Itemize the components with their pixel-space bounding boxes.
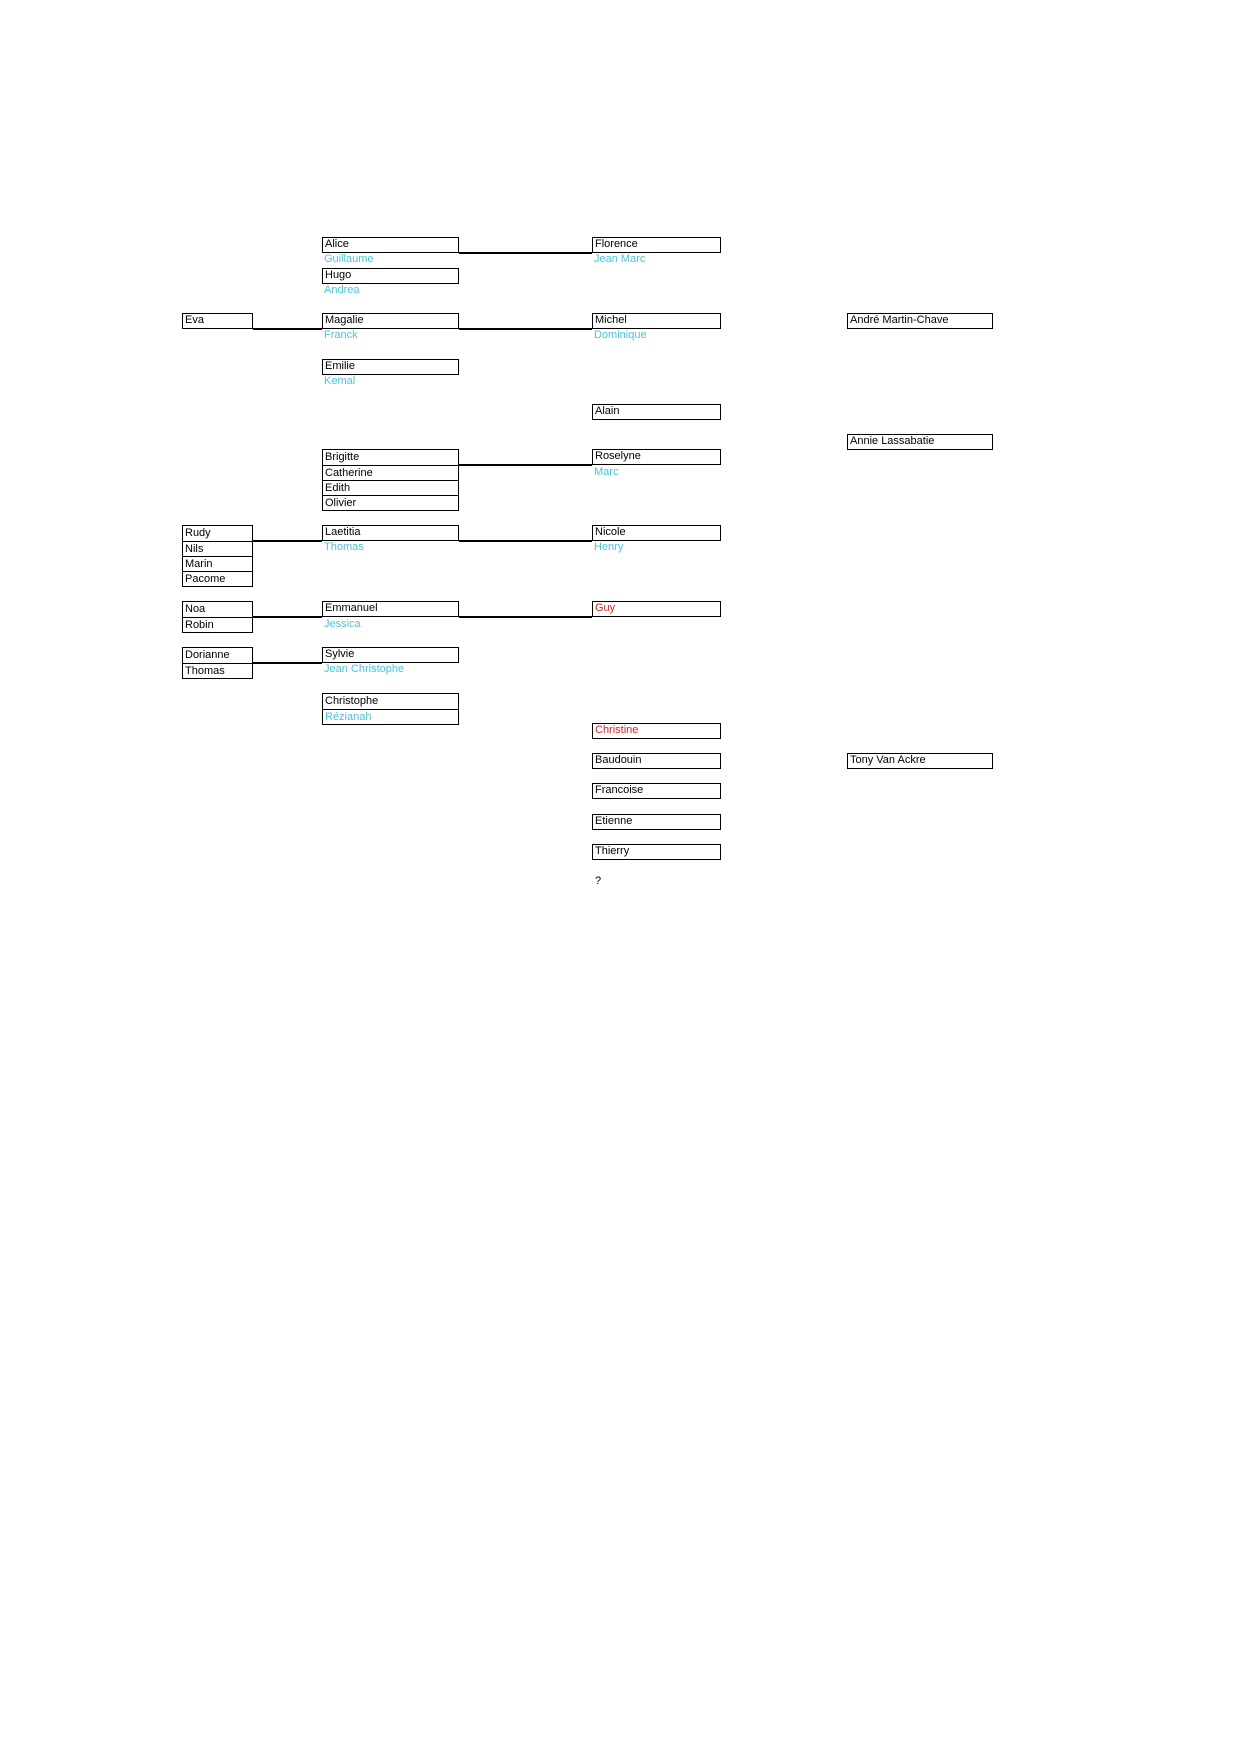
partner-dominique: Dominique <box>594 329 647 341</box>
person-christine: Christine <box>592 723 721 739</box>
partner-henry: Henry <box>594 541 624 553</box>
connector-rudy-laetitia <box>253 540 322 542</box>
sibling-group-rudy: Rudy Nils Marin Pacome <box>182 525 253 587</box>
person-noa: Noa <box>185 603 206 615</box>
sibling-group-dorianne: Dorianne Thomas <box>182 647 253 679</box>
partner-thomas: Thomas <box>324 541 364 553</box>
partner-jean-christophe: Jean Christophe <box>324 663 405 675</box>
person-nicole: Nicole <box>592 525 721 541</box>
person-hugo: Hugo <box>322 268 459 284</box>
connector-magalie-michel <box>459 328 592 330</box>
connector-brigitte-roselyne <box>459 464 592 466</box>
person-brigitte: Brigitte <box>325 451 360 463</box>
person-francoise: Francoise <box>592 783 721 799</box>
partner-kemal: Kemal <box>324 375 356 387</box>
partner-guillaume: Guillaume <box>324 253 374 265</box>
partner-andrea: Andrea <box>324 284 360 296</box>
connector-alice-florence <box>459 252 592 254</box>
person-baudouin: Baudouin <box>592 753 721 769</box>
person-thomas-child: Thomas <box>183 663 252 678</box>
person-pacome: Pacome <box>183 571 252 586</box>
unknown-marker: ? <box>595 875 602 887</box>
connector-dorianne-sylvie <box>253 662 322 664</box>
person-michel: Michel <box>592 313 721 329</box>
person-etienne: Etienne <box>592 814 721 830</box>
sibling-group-noa: Noa Robin <box>182 601 253 633</box>
partner-rezianah: Rézianah <box>323 709 458 724</box>
person-dorianne: Dorianne <box>185 649 230 661</box>
person-eva: Eva <box>182 313 253 329</box>
connector-eva-magalie <box>253 328 322 330</box>
person-sylvie: Sylvie <box>322 647 459 663</box>
person-emilie: Emilie <box>322 359 459 375</box>
person-alice: Alice <box>322 237 459 253</box>
person-emmanuel: Emmanuel <box>322 601 459 617</box>
partner-franck: Franck <box>324 329 358 341</box>
person-marin: Marin <box>183 556 252 571</box>
person-christophe: Christophe <box>325 695 379 707</box>
connector-emmanuel-guy <box>459 616 592 618</box>
person-nils: Nils <box>183 541 252 556</box>
person-andre-martin-chave: André Martin-Chave <box>847 313 993 329</box>
connector-noa-emmanuel <box>253 616 322 618</box>
person-catherine: Catherine <box>323 465 458 480</box>
person-thierry: Thierry <box>592 844 721 860</box>
person-alain: Alain <box>592 404 721 420</box>
person-rudy: Rudy <box>185 527 211 539</box>
person-laetitia: Laetitia <box>322 525 459 541</box>
person-robin: Robin <box>183 617 252 632</box>
person-roselyne: Roselyne <box>592 449 721 465</box>
connector-laetitia-nicole <box>459 540 592 542</box>
person-tony-van-ackre: Tony Van Ackre <box>847 753 993 769</box>
sibling-group-brigitte: Brigitte Catherine Edith Olivier <box>322 449 459 511</box>
couple-christophe: Christophe Rézianah <box>322 693 459 725</box>
partner-marc: Marc <box>594 466 619 478</box>
person-magalie: Magalie <box>322 313 459 329</box>
person-olivier: Olivier <box>323 495 458 510</box>
partner-jean-marc: Jean Marc <box>594 253 646 265</box>
person-florence: Florence <box>592 237 721 253</box>
person-edith: Edith <box>323 480 458 495</box>
person-annie-lassabatie: Annie Lassabatie <box>847 434 993 450</box>
person-guy: Guy <box>592 601 721 617</box>
partner-jessica: Jessica <box>324 618 361 630</box>
